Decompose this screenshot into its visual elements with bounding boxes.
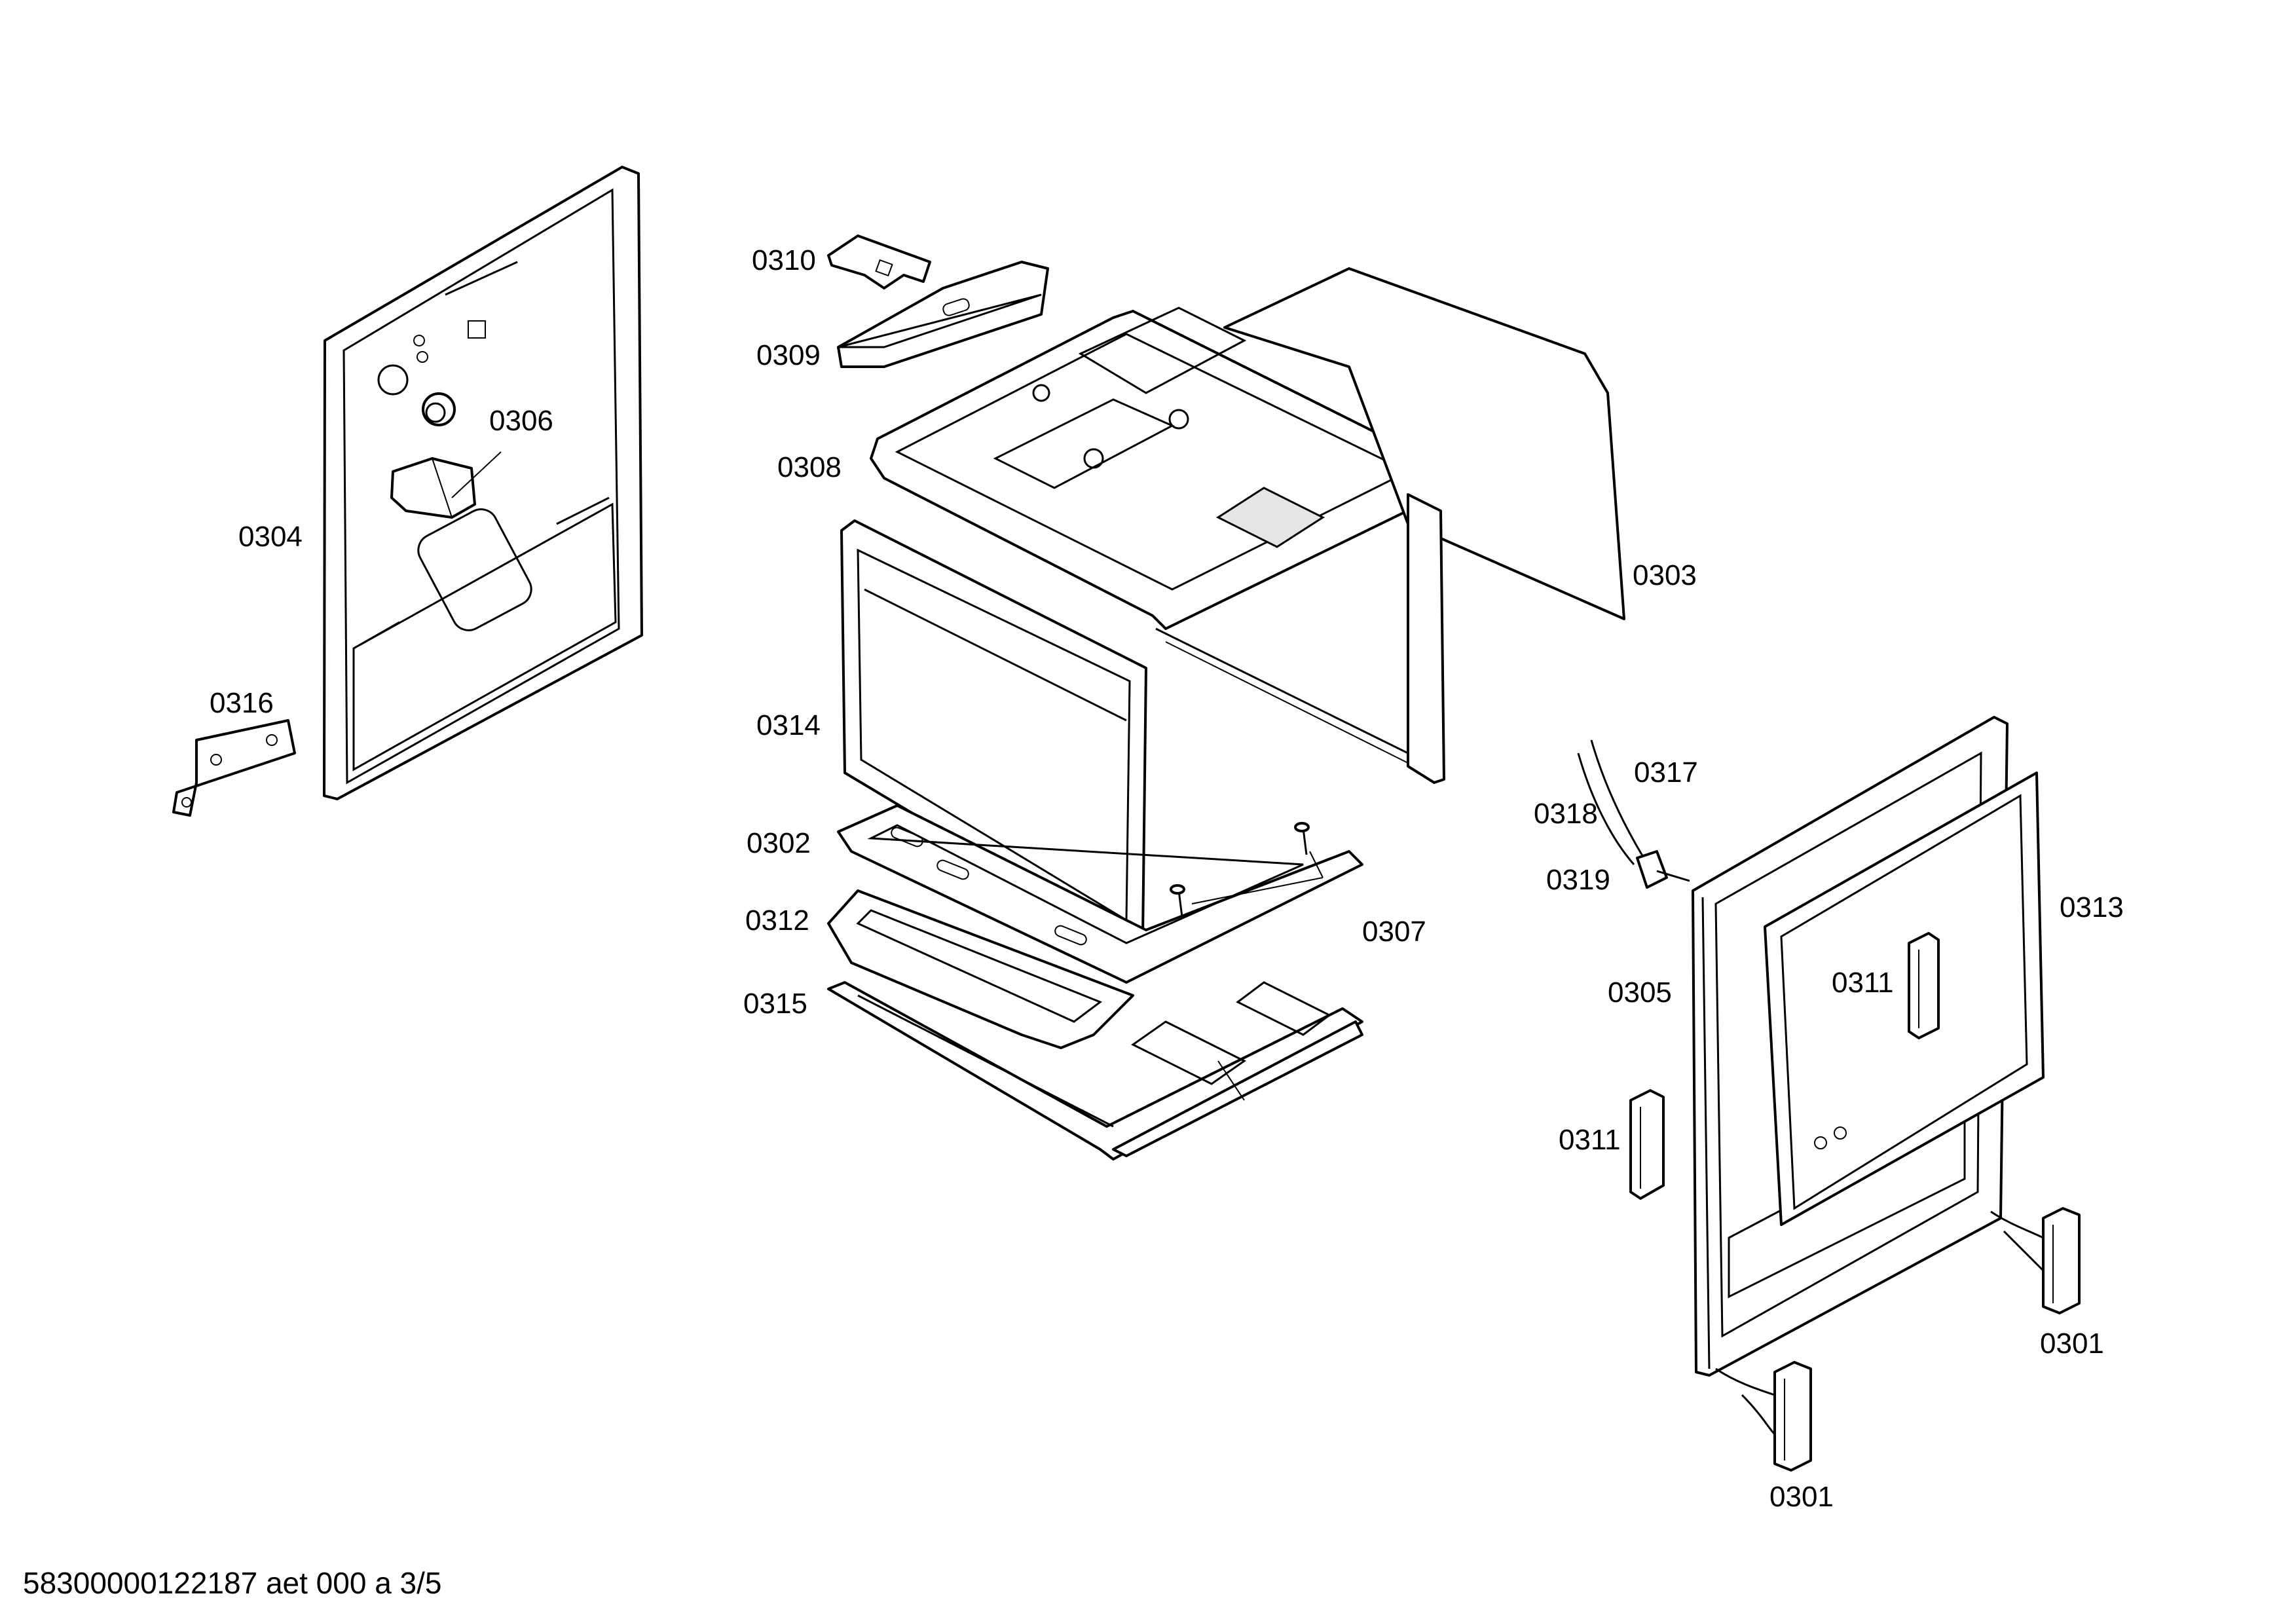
document-reference-footer: 58300000122187 aet 000 a 3/5 <box>23 1566 442 1600</box>
label-0317: 0317 <box>1634 756 1698 789</box>
wire-0317-0318 <box>1577 739 1645 865</box>
label-0303: 0303 <box>1633 559 1697 591</box>
control-knob-0306 <box>390 392 502 519</box>
label-0308: 0308 <box>777 451 842 483</box>
label-0315: 0315 <box>743 988 807 1020</box>
label-0314: 0314 <box>756 709 821 741</box>
connector-0319 <box>1636 850 1690 889</box>
label-0311-lower: 0311 <box>1559 1124 1621 1156</box>
insulation-block-0309 <box>837 261 1049 368</box>
label-0301-right: 0301 <box>2040 1328 2104 1360</box>
label-0313: 0313 <box>2060 891 2124 923</box>
label-0312: 0312 <box>745 904 809 937</box>
label-0318: 0318 <box>1534 798 1598 830</box>
hinge-0311-upper <box>1908 932 1940 1039</box>
hinge-0311-lower <box>1629 1089 1665 1200</box>
bracket-0310 <box>827 234 931 289</box>
bottom-plate-0302 <box>837 804 1363 984</box>
cavity-side-rails <box>1155 493 1445 784</box>
hinge-0301-lower <box>1715 1361 1812 1472</box>
label-0302: 0302 <box>747 827 811 859</box>
insulation-mat-0312 <box>827 889 1134 1049</box>
label-0307: 0307 <box>1362 916 1426 948</box>
label-0316: 0316 <box>210 687 274 719</box>
top-cover-0308 <box>870 307 1442 630</box>
label-0319: 0319 <box>1546 864 1610 896</box>
label-0311-upper: 0311 <box>1832 967 1894 999</box>
label-0301-lower: 0301 <box>1769 1481 1834 1513</box>
label-0305: 0305 <box>1608 976 1672 1009</box>
label-0310: 0310 <box>752 244 816 276</box>
label-0309: 0309 <box>756 339 821 371</box>
label-0304: 0304 <box>238 521 303 553</box>
bottom-tray-0315 <box>827 981 1363 1161</box>
side-panel-left-0304 <box>323 166 643 800</box>
hinge-0301-right <box>1990 1207 2081 1314</box>
bracket-0316 <box>172 719 296 817</box>
label-0306: 0306 <box>489 405 553 437</box>
screws-0307 <box>1170 822 1324 918</box>
door-seal-0313 <box>1764 771 2045 1226</box>
insulation-sheet-0303 <box>1223 267 1625 620</box>
